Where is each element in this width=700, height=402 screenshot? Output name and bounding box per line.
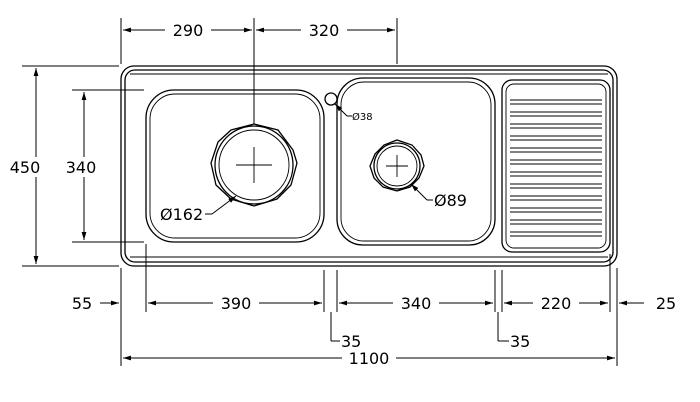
bottom-dimensions: 55 390 340 220 25 bbox=[72, 294, 676, 313]
drain-leaders: Ø162 Ø89 bbox=[160, 183, 467, 224]
dim-gap-35-left: 35 bbox=[341, 332, 361, 351]
dim-bottom-25: 25 bbox=[656, 294, 676, 313]
dim-gap-35-right: 35 bbox=[510, 332, 530, 351]
right-bowl bbox=[336, 77, 496, 246]
sink-outline bbox=[120, 65, 618, 267]
left-dimensions: 450 340 bbox=[3, 65, 144, 267]
dim-bottom-55: 55 bbox=[72, 294, 92, 313]
dim-drain-d162: Ø162 bbox=[160, 205, 203, 224]
drainboard bbox=[501, 79, 611, 253]
dim-height-450: 450 bbox=[10, 158, 41, 177]
dim-height-340: 340 bbox=[66, 158, 97, 177]
gap-dimensions: 35 35 bbox=[330, 312, 530, 351]
total-width-dimension: 1100 bbox=[123, 349, 615, 368]
top-dimensions: 290 320 bbox=[120, 18, 398, 124]
dim-top-290: 290 bbox=[173, 21, 204, 40]
drainboard-ribs bbox=[510, 99, 602, 237]
dim-total-1100: 1100 bbox=[349, 349, 390, 368]
dim-bottom-220: 220 bbox=[541, 294, 572, 313]
dim-hole-d38: Ø38 bbox=[352, 111, 373, 123]
bottom-extension-lines bbox=[120, 244, 618, 366]
tap-hole: Ø38 bbox=[324, 92, 373, 123]
dim-drain-d89: Ø89 bbox=[434, 191, 467, 210]
left-bowl bbox=[145, 89, 325, 243]
dim-top-320: 320 bbox=[309, 21, 340, 40]
dim-bottom-340: 340 bbox=[401, 294, 432, 313]
large-drain bbox=[210, 123, 298, 207]
dim-bottom-390: 390 bbox=[221, 294, 252, 313]
small-drain bbox=[369, 139, 425, 192]
